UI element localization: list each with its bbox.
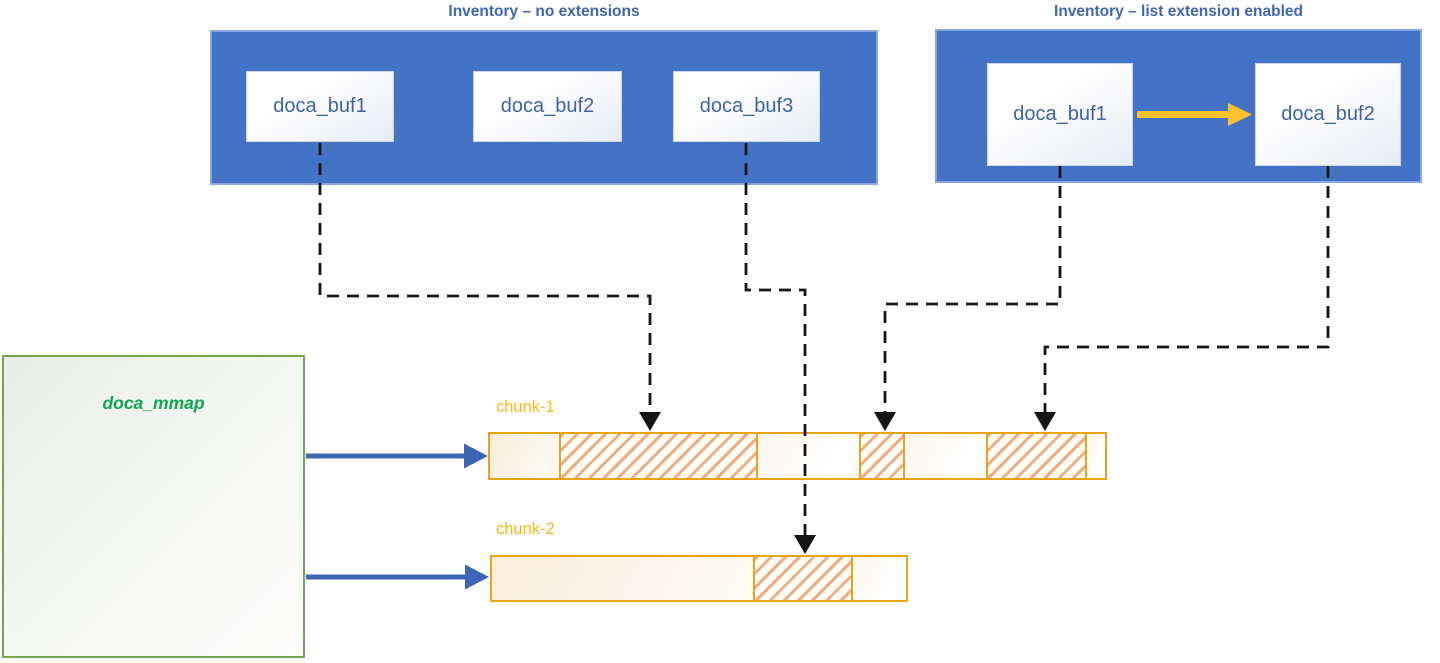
chunk-1-segment-allocated-1: [559, 432, 758, 480]
buffer-box-left-1: doca_buf1: [246, 71, 394, 142]
chunk-1-segment-allocated-3: [986, 432, 1087, 480]
buffer-label: doca_buf2: [500, 95, 595, 117]
chunk-1-label: chunk-1: [496, 398, 555, 416]
chunk-2-bar: [490, 555, 912, 602]
chunk-1-segment-free: [1085, 432, 1107, 480]
buffer-box-right-1: doca_buf1: [987, 63, 1133, 166]
inventory-no-extensions-title: Inventory – no extensions: [448, 3, 640, 20]
arrow-mmap-to-chunk1: [306, 443, 488, 469]
chunk-2-segment-free: [490, 555, 755, 602]
buffer-label: doca_buf3: [699, 95, 794, 117]
doca-mmap-label: doca_mmap: [102, 393, 205, 413]
chunk-2-label: chunk-2: [496, 520, 555, 538]
buffer-box-left-2: doca_buf2: [473, 71, 622, 142]
buffer-box-left-3: doca_buf3: [673, 71, 820, 142]
inventory-list-extension-title: Inventory – list extension enabled: [1054, 3, 1303, 20]
doca-mmap-box: doca_mmap: [2, 355, 305, 658]
buffer-label: doca_buf2: [1281, 103, 1375, 125]
buffer-box-right-2: doca_buf2: [1255, 63, 1401, 166]
buffer-label: doca_buf1: [273, 95, 367, 117]
chunk-1-bar: [488, 432, 1119, 480]
chunk-1-segment-free: [756, 432, 861, 480]
connector-left-buf3-to-chunk2: [744, 143, 816, 554]
connector-right-buf1-to-chunk1: [874, 166, 1062, 431]
chunk-1-segment-free: [488, 432, 561, 480]
chunk-2-segment-allocated: [753, 555, 853, 602]
chunk-1-segment-allocated-2: [859, 432, 905, 480]
buffer-label: doca_buf1: [1013, 103, 1107, 125]
chunk-2-segment-free: [851, 555, 908, 602]
connector-left-buf1-to-chunk1: [318, 143, 661, 431]
arrow-mmap-to-chunk2: [306, 564, 489, 590]
chunk-1-segment-free: [903, 432, 988, 480]
connector-right-buf2-to-chunk1: [1034, 166, 1330, 431]
